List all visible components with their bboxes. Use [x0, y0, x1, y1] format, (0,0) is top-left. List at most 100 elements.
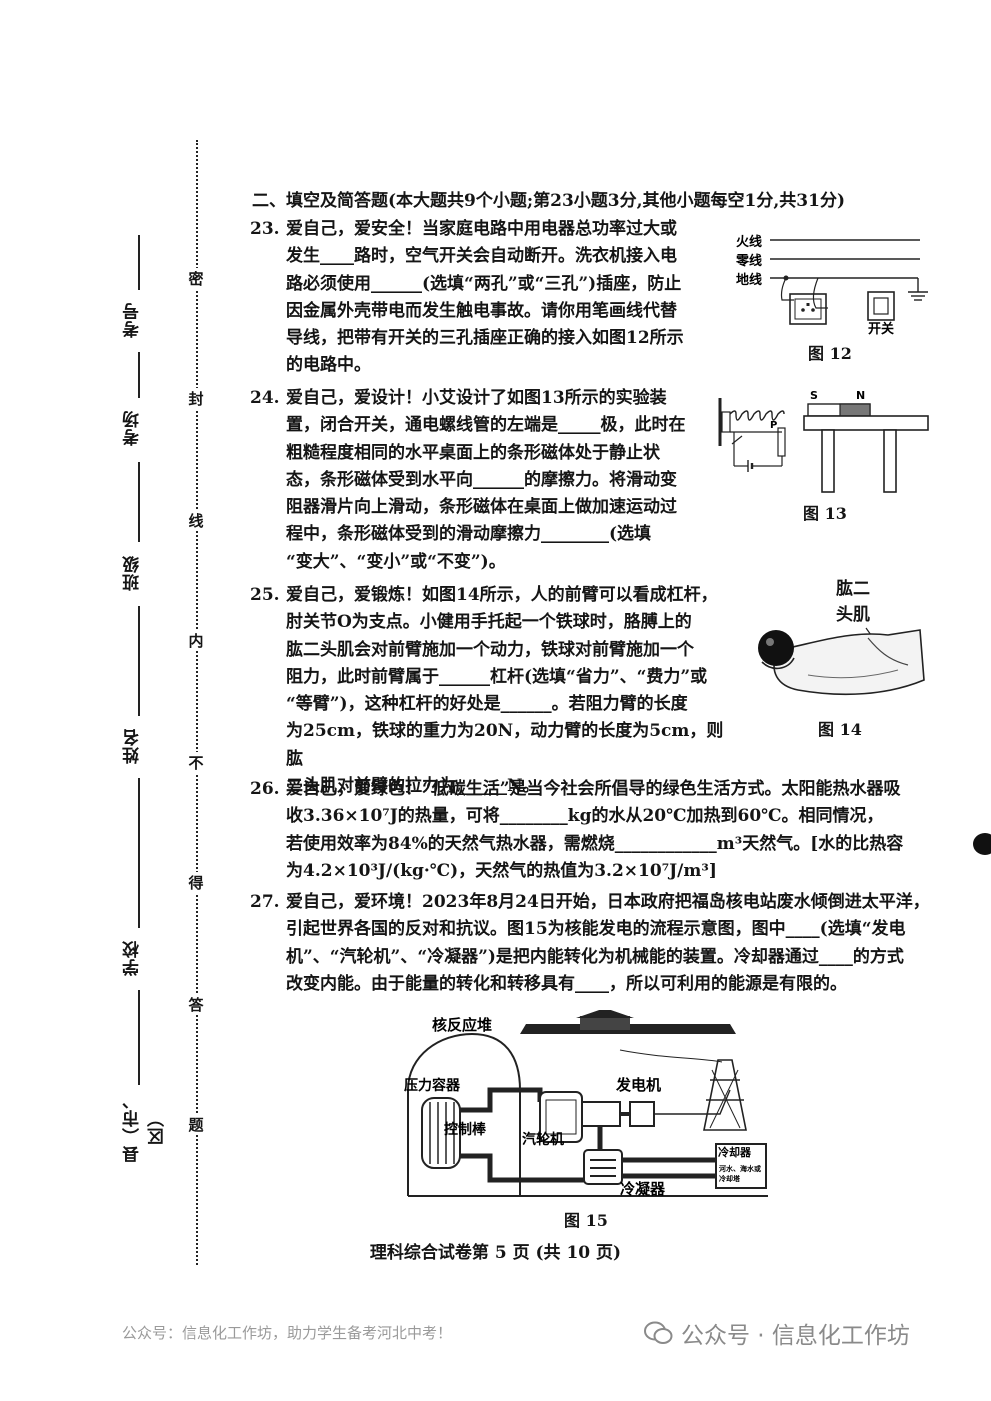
figure-12-caption: 图 12 — [808, 344, 852, 363]
cooler-icon — [715, 1143, 767, 1189]
seal-char: 答 — [186, 994, 206, 1015]
table-icon — [803, 415, 929, 431]
question-line: 爱自己，爱安全！当家庭电路中用电器总功率过大或 — [286, 219, 677, 239]
question-line: 态，条形磁体受到水平向______的摩擦力。将滑动变 — [286, 469, 677, 490]
watermark-account: 公众号 · 信息化工作坊 — [643, 1316, 910, 1350]
question-line: 阻器滑片向上滑动，条形磁体在桌面上做加速运动过 — [286, 497, 677, 518]
question-line: 改变内能。由于能量的转化和转移具有____，所以可利用的能源是有限的。 — [286, 973, 847, 994]
blank-line — [138, 990, 140, 1085]
watermark-text: 公众号：信息化工作坊，助力学生备考河北中考！ — [122, 1324, 453, 1342]
label-vessel: 压力容器 — [404, 1077, 461, 1094]
switch-icon — [731, 435, 743, 445]
slider-label: P — [770, 420, 777, 431]
seal-char: 线 — [186, 510, 206, 531]
question-line: 路必须使用______(选填“两孔”或“三孔”)插座，防止 — [286, 273, 682, 294]
label-cooler: 冷却器 — [718, 1145, 752, 1159]
question-number: 24. — [250, 388, 280, 408]
question-number: 27. — [250, 892, 280, 912]
seal-char: 不 — [186, 752, 206, 773]
wire-label-live: 火线 — [736, 234, 762, 250]
question-line: 因金属外壳带电而发生触电事故。请你用笔画线代替 — [286, 300, 677, 321]
question-line: 爱自己，爱绿色！“低碳生活”是当今社会所倡导的绿色生活方式。太阳能热水器吸 — [286, 779, 901, 799]
label-name: 姓名 — [123, 728, 143, 764]
blank-line — [138, 235, 140, 290]
question-27: 27. 爱自己，爱环境！2023年8月24日开始，日本政府把福岛核电站废水倾倒进… — [250, 889, 946, 998]
muscle-label: 肱二 头肌 — [836, 576, 870, 628]
question-line: 粗糙程度相同的水平桌面上的条形磁体处于静止状 — [286, 442, 660, 463]
question-line: 机”、“汽轮机”、“冷凝器”)是把内能转化为机械能的装置。冷却器通过____的方… — [286, 946, 904, 967]
switch-icon — [867, 291, 895, 321]
question-line: 为4.2×10³J/(kg·℃)，天然气的热值为3.2×10⁷J/m³] — [286, 860, 717, 881]
label-reactor: 核反应堆 — [432, 1016, 492, 1034]
switch-label: 开关 — [868, 321, 894, 337]
question-line: 的电路中。 — [286, 355, 371, 376]
label-exam-room: 考场 — [123, 410, 143, 446]
generator-icon — [629, 1101, 655, 1127]
page-footer: 理科综合试卷第 5 页 (共 10 页) — [369, 1243, 622, 1263]
containment-icon — [407, 1032, 521, 1196]
label-generator: 发电机 — [615, 1076, 661, 1094]
house-icon — [580, 1016, 630, 1030]
pressure-vessel-icon — [421, 1097, 461, 1169]
question-line: 阻力，此时前臂属于______杠杆(选填“省力”、“费力”或 — [286, 666, 708, 687]
question-line: 爱自己，爱锻炼！如图14所示，人的前臂可以看成杠杆， — [286, 585, 718, 605]
figure-13-caption: 图 13 — [803, 504, 847, 523]
question-number: 23. — [250, 219, 280, 239]
question-line: 收3.36×10⁷J的热量，可将________kg的水从20℃加热到60℃。相… — [286, 806, 884, 827]
muscle-label-line: 头肌 — [836, 605, 870, 625]
label-exam-number: 考号 — [123, 302, 143, 338]
question-25: 25. 爱自己，爱锻炼！如图14所示，人的前臂可以看成杠杆， 肘关节O为支点。小… — [250, 582, 726, 800]
question-line: 爱自己，爱设计！小艾设计了如图13所示的实验装 — [286, 388, 667, 408]
label-cooling-tower: 冷却塔 — [719, 1174, 741, 1183]
question-24: 24. 爱自己，爱设计！小艾设计了如图13所示的实验装 置，闭合开关，通电螺线管… — [250, 385, 726, 576]
question-line: 引起世界各国的反对和抗议。图15为核能发电的流程示意图，图中____(选填“发电 — [286, 919, 906, 940]
forearm-icon — [773, 629, 925, 696]
label-rods: 控制棒 — [444, 1121, 487, 1138]
question-line: 程中，条形磁体受到的滑动摩擦力________(选填 — [286, 524, 652, 545]
blank-line — [138, 462, 140, 542]
three-hole-socket-icon — [789, 293, 827, 325]
label-county: 县（市、区） — [123, 1091, 168, 1163]
question-23: 23. 爱自己，爱安全！当家庭电路中用电器总功率过大或 发生____路时，空气开… — [250, 216, 726, 380]
question-line: “变大”、“变小”或“不变”)。 — [286, 551, 506, 572]
question-26: 26. 爱自己，爱绿色！“低碳生活”是当今社会所倡导的绿色生活方式。太阳能热水器… — [250, 776, 946, 885]
question-line: 发生____路时，空气开关会自动断开。洗衣机接入电 — [286, 246, 677, 267]
muscle-label-line: 肱二 — [836, 579, 870, 599]
question-line: 二头肌对前臂的拉力为______N。 — [286, 776, 540, 797]
question-number: 26. — [250, 779, 280, 799]
watermark-account-name: 公众号 · 信息化工作坊 — [681, 1323, 910, 1349]
figure-12-circuit: 火线 零线 地线 开关 — [735, 234, 928, 337]
solenoid-icon — [729, 410, 785, 421]
figure-15-nuclear-plant: 核反应堆 压力容器 控制棒 发电机 汽轮机 冷却器 河水、海水或 冷却塔 冷凝器 — [404, 1010, 768, 1198]
question-line: 置，闭合开关，通电螺线管的左端是_____极，此时在 — [286, 415, 686, 436]
seal-char: 题 — [186, 1114, 206, 1135]
wire-label-ground: 地线 — [736, 272, 762, 288]
seal-char: 封 — [186, 388, 206, 409]
wire-label-neutral: 零线 — [735, 253, 762, 269]
label-condenser: 冷凝器 — [620, 1180, 666, 1198]
question-number: 25. — [250, 585, 280, 605]
label-turbine: 汽轮机 — [522, 1131, 564, 1148]
question-line: “等臂”)，这种杠杆的好处是______。若阻力臂的长度 — [286, 694, 688, 715]
question-line: 导线，把带有开关的三孔插座正确的接入如图12所示 — [286, 328, 684, 349]
label-school: 学校 — [123, 940, 143, 976]
label-cooling-water: 河水、海水或 — [719, 1164, 761, 1173]
figure-15-caption: 图 15 — [564, 1211, 608, 1230]
magnet-pole-s: S — [810, 389, 818, 402]
seal-dotted-line — [196, 140, 198, 1265]
question-line: 肘关节O为支点。小健用手托起一个铁球时，胳膊上的 — [286, 612, 692, 633]
turbine-icon — [581, 1101, 621, 1127]
pylon-icon — [703, 1059, 747, 1131]
seal-char: 密 — [186, 268, 206, 289]
iron-ball-icon — [758, 630, 794, 666]
figure-14-caption: 图 14 — [818, 720, 862, 739]
question-line: 肱二头肌会对前臂施加一个动力，铁球对前臂施加一个 — [286, 639, 694, 660]
wechat-icon — [644, 1321, 673, 1344]
blank-line — [138, 778, 140, 928]
magnet-pole-n: N — [856, 389, 865, 402]
figure-14-arm — [758, 627, 925, 696]
question-line: 爱自己，爱环境！2023年8月24日开始，日本政府把福岛核电站废水倾倒进太平洋， — [286, 892, 930, 912]
label-class: 班级 — [123, 555, 143, 591]
blank-line — [138, 606, 140, 716]
section-title: 二、填空及简答题(本大题共9个小题;第23小题3分,其他小题每空1分,共31分) — [252, 191, 845, 211]
